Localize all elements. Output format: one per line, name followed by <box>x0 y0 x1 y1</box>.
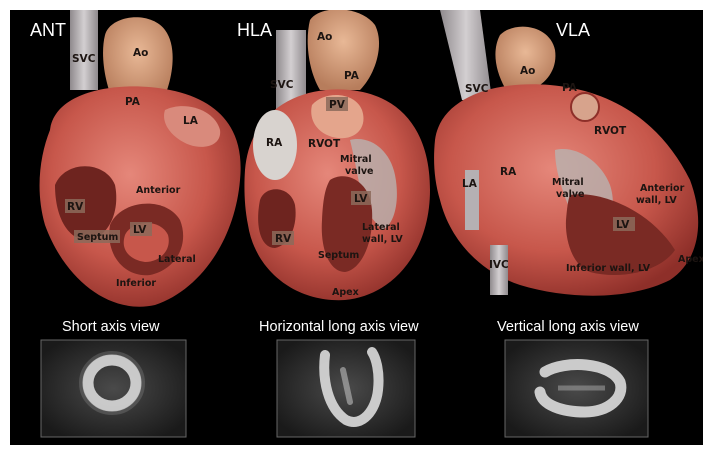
label-wall-lv: wall, LV <box>636 195 677 206</box>
label-pa: PA <box>125 96 141 108</box>
view-title-hla: HLA <box>237 20 272 40</box>
label-apex: Apex <box>332 287 359 298</box>
label-lv: LV <box>354 193 368 205</box>
label-rvot: RVOT <box>594 125 627 137</box>
vertical-long-axis-scan <box>505 340 648 437</box>
label-rv: RV <box>275 233 292 245</box>
label-inferior-wall: Inferior wall, LV <box>566 263 651 274</box>
label-svc: SVC <box>270 79 294 91</box>
label-anterior: Anterior <box>640 183 685 194</box>
label-anterior: Anterior <box>136 185 181 196</box>
caption-vertical-long-axis: Vertical long axis view <box>497 319 639 335</box>
label-ra: RA <box>266 137 283 149</box>
label-la: LA <box>183 115 199 127</box>
label-apex: Apex <box>678 254 703 265</box>
label-mitral: Mitral <box>340 154 372 165</box>
aorta-shape <box>495 27 555 90</box>
heart-views-diagram: ANT HLA VLA SVC Ao PA LA Anterior RV LV … <box>10 10 703 445</box>
view-title-vla: VLA <box>556 20 590 40</box>
label-lv: LV <box>616 219 630 231</box>
horizontal-long-axis-scan <box>277 340 415 437</box>
figure-panel: ANT HLA VLA SVC Ao PA LA Anterior RV LV … <box>10 10 703 445</box>
label-wall-lv: wall, LV <box>362 234 403 245</box>
label-rv: RV <box>67 201 84 213</box>
label-septum: Septum <box>77 232 118 243</box>
label-septum: Septum <box>318 250 359 261</box>
svc-vessel <box>70 10 98 90</box>
caption-short-axis: Short axis view <box>62 319 160 335</box>
label-ao: Ao <box>520 65 535 77</box>
label-lateral: Lateral <box>158 254 196 265</box>
label-ao: Ao <box>317 31 332 43</box>
short-axis-scan <box>41 340 186 437</box>
label-svc: SVC <box>465 83 489 95</box>
label-lv: LV <box>133 224 147 236</box>
label-ao: Ao <box>133 47 148 59</box>
label-la: LA <box>462 178 478 190</box>
label-pa: PA <box>344 70 360 82</box>
label-rvot: RVOT <box>308 138 341 150</box>
label-ra: RA <box>500 166 517 178</box>
label-inferior: Inferior <box>116 278 156 289</box>
label-pv: PV <box>329 99 346 111</box>
label-valve: valve <box>556 189 585 200</box>
view-title-ant: ANT <box>30 20 66 40</box>
label-svc: SVC <box>72 53 96 65</box>
caption-horizontal-long-axis: Horizontal long axis view <box>259 319 419 335</box>
label-ivc: IVC <box>489 259 509 271</box>
label-valve: valve <box>345 166 374 177</box>
pa-valve <box>571 93 599 121</box>
vla-heart-illustration <box>434 10 698 296</box>
label-lateral: Lateral <box>362 222 400 233</box>
label-pa: PA <box>562 82 578 94</box>
label-mitral: Mitral <box>552 177 584 188</box>
